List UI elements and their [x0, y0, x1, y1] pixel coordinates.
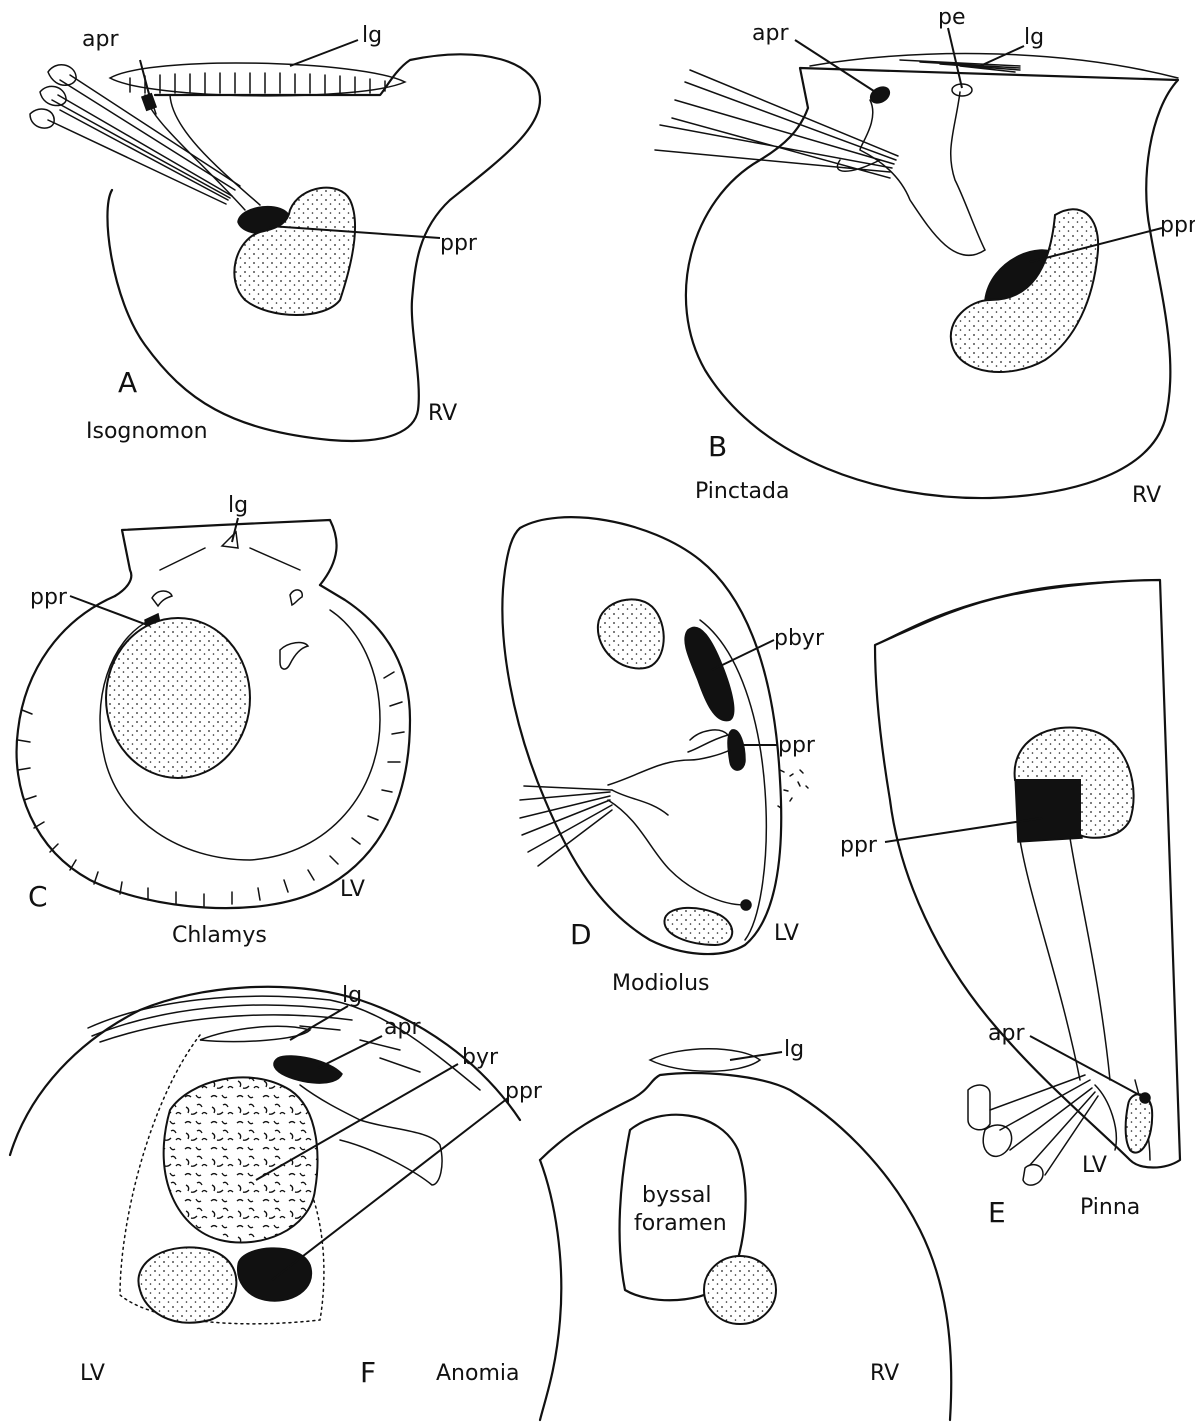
hinge-lines — [160, 548, 300, 570]
panel-letter: F — [360, 1356, 376, 1389]
leader-lg — [290, 40, 358, 66]
genus-name: Isognomon — [86, 419, 208, 444]
wavy-top — [875, 580, 1160, 645]
ear-scars — [152, 590, 302, 606]
panel-letter: B — [708, 430, 727, 463]
ligament-left — [200, 1026, 310, 1041]
speckle — [778, 770, 808, 808]
label-ppr: ppr — [1160, 213, 1195, 238]
valve-label-left: LV — [80, 1361, 105, 1386]
leader-pe — [948, 28, 962, 88]
ligament-right — [650, 1049, 760, 1072]
retractor-outline — [837, 92, 985, 255]
genus-name: Pinctada — [695, 479, 790, 504]
label-apr: apr — [988, 1021, 1025, 1046]
label-foramen-2: foramen — [634, 1211, 727, 1236]
valve-label: RV — [1132, 483, 1161, 508]
label-pbyr: pbyr — [774, 626, 825, 651]
posterior-retractor-scar — [238, 1248, 312, 1301]
label-lg-left: lg — [342, 983, 362, 1008]
label-apr: apr — [752, 21, 789, 46]
byssus-tufts — [968, 1085, 1043, 1185]
panel-d-modiolus: pbyr ppr D Modiolus LV — [502, 517, 825, 996]
byssal-retractor-scar — [164, 1077, 318, 1242]
valve-label: LV — [1082, 1153, 1107, 1178]
leader-lg-right — [730, 1052, 782, 1060]
label-ppr: ppr — [30, 585, 68, 610]
genus-name: Pinna — [1080, 1195, 1140, 1220]
byssus-tuft-3 — [30, 109, 54, 128]
label-ppr: ppr — [840, 833, 878, 858]
valve-label-right: RV — [870, 1361, 899, 1386]
leader-pbyr — [712, 640, 774, 670]
panel-c-chlamys: lg ppr C Chlamys LV — [17, 493, 410, 948]
panel-letter: A — [118, 366, 137, 399]
label-ppr: ppr — [778, 733, 816, 758]
posterior-byssal-retractor-scar — [685, 627, 734, 720]
ligament — [110, 63, 405, 96]
adductor-scar — [106, 618, 250, 778]
valve-label: RV — [428, 401, 457, 426]
posterior-retractor-scar — [1015, 775, 1082, 842]
byssus-tuft-2 — [40, 86, 66, 105]
hinge-ears — [115, 520, 337, 596]
label-ppr: ppr — [505, 1079, 543, 1104]
byssus-threads — [520, 786, 612, 866]
panel-letter: C — [28, 880, 48, 913]
posterior-scar-dot — [741, 900, 751, 910]
foot-scar — [280, 643, 308, 670]
label-byr: byr — [462, 1045, 499, 1070]
left-adductor-scar — [138, 1247, 236, 1322]
adductor-scar — [951, 209, 1098, 372]
genus-name: Anomia — [436, 1361, 519, 1386]
panel-a-isognomon: lg apr ppr A Isognomon RV — [30, 23, 540, 444]
label-pe: pe — [938, 5, 966, 30]
panel-e-pinna: ppr apr E Pinna LV — [840, 580, 1180, 1229]
label-lg: lg — [362, 23, 382, 48]
label-ppr: ppr — [440, 231, 478, 256]
anterior-adductor-scar — [1126, 1094, 1153, 1152]
right-valve-edge — [540, 1160, 561, 1420]
label-lg-right: lg — [784, 1037, 804, 1062]
label-lg: lg — [1024, 25, 1044, 50]
byssus-tuft-1 — [48, 65, 76, 86]
valve-label: LV — [774, 921, 799, 946]
retractor-outline — [300, 1085, 442, 1185]
panel-b-pinctada: apr pe lg ppr B Pinctada RV — [655, 5, 1195, 508]
panel-letter: E — [988, 1196, 1006, 1229]
right-adductor-scar — [704, 1256, 776, 1324]
label-foramen-1: byssal — [642, 1183, 712, 1208]
leader-lg-left — [290, 1006, 348, 1040]
label-apr: apr — [384, 1015, 421, 1040]
ligament-striations — [130, 73, 385, 93]
genus-name: Chlamys — [172, 923, 267, 948]
byssus-threads — [655, 70, 898, 178]
ligament-triangle — [222, 532, 238, 548]
retractor-stalk — [1020, 838, 1110, 1080]
posterior-adductor-scar — [664, 908, 732, 945]
ligament — [900, 60, 1020, 72]
panel-f-anomia: lg apr byr ppr lg byssal foramen LV F An… — [10, 983, 951, 1420]
valve-label: LV — [340, 877, 365, 902]
leader-ppr — [70, 596, 150, 626]
anterior-adductor-scar — [598, 599, 664, 668]
leader-apr — [318, 1036, 382, 1068]
left-valve-lamellae — [88, 996, 480, 1090]
shell-outline — [686, 68, 1178, 498]
genus-name: Modiolus — [612, 971, 710, 996]
retractor-outline — [608, 730, 745, 905]
leader-lg — [980, 46, 1024, 66]
adductor-scar — [234, 188, 355, 315]
label-lg: lg — [228, 493, 248, 518]
panel-letter: D — [570, 918, 592, 951]
label-apr: apr — [82, 27, 119, 52]
